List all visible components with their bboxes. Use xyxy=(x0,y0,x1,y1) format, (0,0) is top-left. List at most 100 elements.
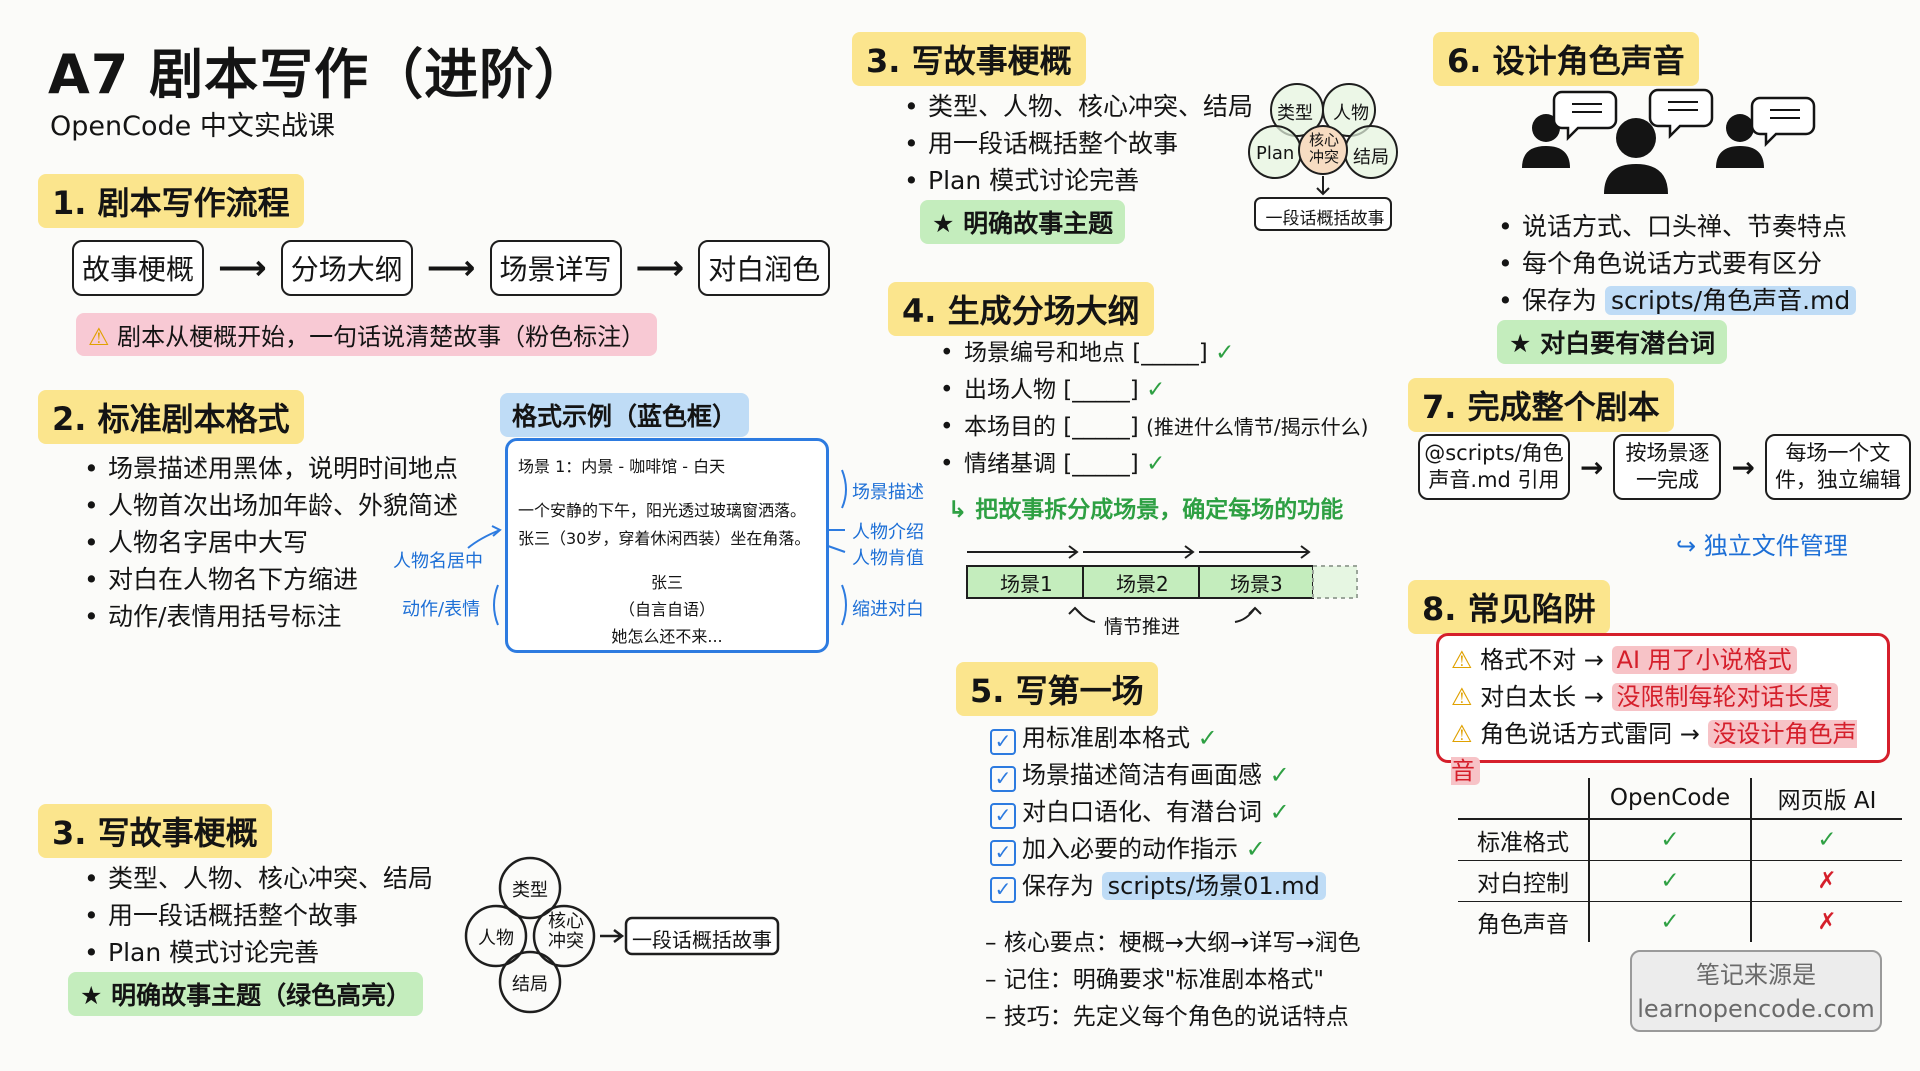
checkbox-icon: ✓ xyxy=(990,877,1016,903)
venn-label: 人物 xyxy=(1333,103,1369,124)
venn-label: 核心冲突 xyxy=(548,911,584,952)
checklist-item: ✓场景描述简洁有画面感 ✓ xyxy=(990,757,1326,794)
character-intro: 张三（30岁，穿着休闲西装）坐在角落。 xyxy=(518,529,811,548)
list-item: 每个角色说话方式要有区分 xyxy=(1496,245,1856,282)
subtext-highlight: ★ 对白要有潜台词 xyxy=(1497,320,1728,364)
venn-label: 类型 xyxy=(512,880,548,901)
check-icon: ✓ xyxy=(1146,451,1166,477)
list-item: 对白在人物名下方缩进 xyxy=(82,561,458,598)
workflow-note: ⚠ 剧本从梗概开始，一句话说清楚故事（粉色标注） xyxy=(76,313,658,356)
venn-label: 类型 xyxy=(1277,103,1313,124)
progress-label: 情节推进 xyxy=(1104,616,1181,638)
section-7-heading: 7. 完成整个剧本 xyxy=(1408,378,1674,432)
file-path: scripts/场景01.md xyxy=(1101,872,1326,900)
checkbox-icon: ✓ xyxy=(990,729,1016,755)
list-item: 类型、人物、核心冲突、结局 xyxy=(902,88,1253,125)
venn-result: 一段话概括故事 xyxy=(632,928,772,952)
checkbox-icon: ✓ xyxy=(990,840,1016,866)
scene-block: 场景2 xyxy=(1116,572,1169,596)
checkbox-icon: ✓ xyxy=(990,766,1016,792)
list-item: Plan 模式讨论完善 xyxy=(82,934,433,971)
key-notes: – 核心要点：梗概→大纲→详写→润色 – 记住：明确要求"标准剧本格式" – 技… xyxy=(985,925,1361,1036)
list-item: 保存为 scripts/角色声音.md xyxy=(1496,282,1857,319)
source-badge: 笔记来源是 learnopencode.com xyxy=(1630,950,1882,1032)
annotation-scene-desc: 场景描述 xyxy=(852,482,924,503)
page-subtitle: OpenCode 中文实战课 xyxy=(50,111,335,142)
venn-label: Plan xyxy=(1256,143,1295,164)
checklist-item: ✓加入必要的动作指示 ✓ xyxy=(990,831,1326,868)
table-cell: 标准格式 xyxy=(1458,819,1590,861)
synopsis-venn-b xyxy=(1248,83,1398,231)
section-6-heading: 6. 设计角色声音 xyxy=(1433,32,1699,86)
check-icon: ✓ xyxy=(1589,860,1752,902)
venn-label: 结局 xyxy=(1353,147,1389,168)
check-icon: ✓ xyxy=(1269,798,1290,826)
table-row: 标准格式 ✓ ✓ xyxy=(1458,819,1902,861)
pitfall-item: ⚠ 角色说话方式雷同 → 没设计角色声音 xyxy=(1451,720,1857,785)
table-row: 角色声音 ✓ ✗ xyxy=(1458,901,1902,942)
annotation-character-intro: 人物介绍 xyxy=(852,522,924,543)
completion-note: ↪ 独立文件管理 xyxy=(1676,532,1848,560)
annotation-action: 动作/表情 xyxy=(402,599,481,620)
section-8-heading: 8. 常见陷阱 xyxy=(1408,580,1610,634)
check-icon: ✓ xyxy=(1215,340,1235,366)
scene-block: 场景1 xyxy=(1000,572,1053,596)
list-item: 动作/表情用括号标注 xyxy=(82,598,458,635)
synopsis-list-b: 类型、人物、核心冲突、结局 用一段话概括整个故事 Plan 模式讨论完善 xyxy=(902,88,1253,199)
venn-circle xyxy=(532,904,596,968)
completion-step: 按场景逐一完成 xyxy=(1613,434,1722,500)
section-4-heading: 4. 生成分场大纲 xyxy=(888,282,1154,336)
warning-icon: ⚠ xyxy=(88,323,110,351)
pitfalls-box: ⚠ 格式不对 → AI 用了小说格式 ⚠ 对白太长 → 没限制每轮对话长度 ⚠ … xyxy=(1436,633,1890,785)
workflow-step: 对白润色 xyxy=(698,240,831,296)
scene-heading: 场景 1：内景 - 咖啡馆 - 白天 xyxy=(518,457,726,476)
comparison-table: OpenCode 网页版 AI 标准格式 ✓ ✓ 对白控制 ✓ ✗ 角色声音 ✓… xyxy=(1458,778,1902,942)
outline-fields-list: 场景编号和地点 [_____] ✓ 出场人物 [_____] ✓ 本场目的 [_… xyxy=(938,335,1368,483)
workflow-chain: 故事梗概 ⟶ 分场大纲 ⟶ 场景详写 ⟶ 对白润色 xyxy=(72,240,831,296)
venn-circle xyxy=(498,950,562,1014)
workflow-step: 故事梗概 xyxy=(72,240,204,296)
venn-circle xyxy=(498,856,562,920)
source-label: 笔记来源是 xyxy=(1696,961,1816,989)
warning-icon: ⚠ xyxy=(1451,720,1473,748)
list-item: 场景编号和地点 [_____] ✓ xyxy=(938,335,1368,372)
check-icon: ✓ xyxy=(1245,835,1266,863)
table-header-row: OpenCode 网页版 AI xyxy=(1458,778,1902,819)
section-1-heading: 1. 剧本写作流程 xyxy=(38,174,304,228)
format-rules-list: 场景描述用黑体，说明时间地点 人物首次出场加年龄、外貌简述 人物名字居中大写 对… xyxy=(82,450,458,635)
example-label: 格式示例（蓝色框） xyxy=(500,393,750,437)
dialogue-line: 她怎么还不来... xyxy=(611,627,723,646)
arrow-right-icon: ⟶ xyxy=(218,248,267,288)
table-row: 对白控制 ✓ ✗ xyxy=(1458,860,1902,902)
synopsis-list: 类型、人物、核心冲突、结局 用一段话概括整个故事 Plan 模式讨论完善 xyxy=(82,860,433,971)
cross-icon: ✗ xyxy=(1817,868,1837,894)
section-5-heading: 5. 写第一场 xyxy=(956,662,1158,716)
pitfall-item: ⚠ 对白太长 → 没限制每轮对话长度 xyxy=(1451,679,1875,716)
arrow-right-icon: → xyxy=(1731,450,1755,484)
table-cell: 角色声音 xyxy=(1458,901,1590,942)
list-item: 情绪基调 [_____] ✓ xyxy=(938,446,1368,483)
list-item: 用一段话概括整个故事 xyxy=(82,897,433,934)
table-header: 网页版 AI xyxy=(1777,788,1877,814)
table-header: OpenCode xyxy=(1589,778,1752,819)
section-3b-heading: 3. 写故事梗概 xyxy=(852,32,1086,86)
table-cell: 对白控制 xyxy=(1458,860,1590,902)
cross-icon: ✗ xyxy=(1817,909,1837,935)
annotation-character-value: 人物肯值 xyxy=(852,548,924,569)
checklist-item: ✓对白口语化、有潜台词 ✓ xyxy=(990,794,1326,831)
synopsis-venn xyxy=(464,856,780,1014)
pitfall-item: ⚠ 格式不对 → AI 用了小说格式 xyxy=(1451,642,1875,679)
list-item: 类型、人物、核心冲突、结局 xyxy=(82,860,433,897)
script-example-frame: 场景 1：内景 - 咖啡馆 - 白天 一个安静的下午，阳光透过玻璃窗洒落。 张三… xyxy=(505,438,829,653)
table-header xyxy=(1458,778,1590,819)
completion-step: 每场一个文件，独立编辑 xyxy=(1764,434,1911,500)
curved-arrow-icon: ↳ xyxy=(948,497,968,523)
file-path: scripts/角色声音.md xyxy=(1604,286,1857,315)
scene-description: 一个安静的下午，阳光透过玻璃窗洒落。 xyxy=(518,501,807,520)
check-icon: ✓ xyxy=(1269,761,1290,789)
workflow-step: 场景详写 xyxy=(489,240,622,296)
list-item: 人物名字居中大写 xyxy=(82,524,458,561)
scene-block: 场景3 xyxy=(1230,572,1283,596)
arrow-right-icon: ⟶ xyxy=(426,248,476,288)
